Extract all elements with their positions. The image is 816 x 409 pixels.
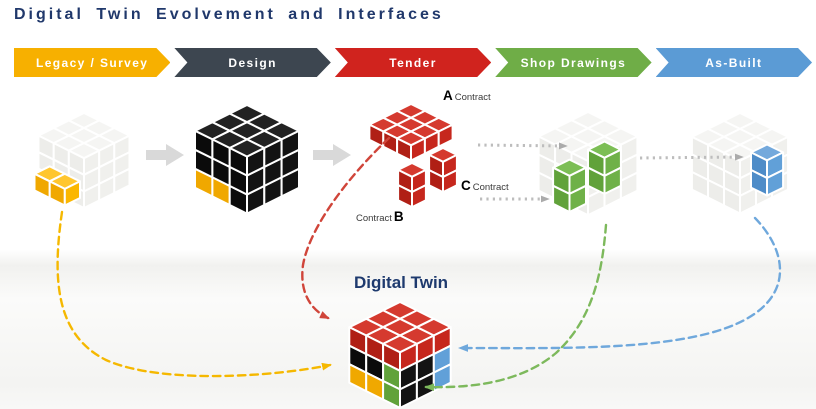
dashed-arrow-shop-drawings-to-digital-twin — [424, 223, 608, 392]
solid-arrow-2 — [313, 144, 351, 166]
stage-label: Tender — [389, 55, 437, 70]
cube-design — [194, 104, 300, 215]
stage-tender: Tender — [335, 48, 491, 77]
cube-digital-twin — [348, 301, 452, 409]
dashed-arrow-as-built-to-digital-twin — [458, 216, 782, 352]
dashed-arrow-tender-to-digital-twin — [301, 136, 391, 320]
stage-as-built: As-Built — [656, 48, 812, 77]
cube-legacy — [33, 112, 131, 209]
contract-c-word: Contract — [472, 182, 509, 193]
solid-arrow-1 — [146, 144, 184, 166]
cube-asbuilt — [690, 112, 790, 215]
cube-tender-b — [397, 162, 427, 209]
dotted-arrow-tender-a-to-shop — [477, 142, 568, 150]
stage-design: Design — [174, 48, 330, 77]
contract-b-letter: B — [393, 209, 404, 224]
stage-flow-arrows — [146, 144, 351, 166]
stage-shop-drawings: Shop Drawings — [495, 48, 651, 77]
stage-label: Design — [228, 55, 277, 70]
digital-twin-label: Digital Twin — [353, 273, 449, 292]
contract-a-word: Contract — [454, 92, 491, 103]
feedback-dashed-arrows — [56, 136, 782, 392]
dashed-arrow-legacy-to-digital-twin — [56, 210, 332, 378]
contract-c-letter: C — [461, 178, 471, 193]
cube-tender-c — [428, 147, 458, 194]
stage-label: Legacy / Survey — [36, 55, 149, 70]
stage-legacy-survey: Legacy / Survey — [14, 48, 170, 77]
cube-shop — [537, 111, 639, 217]
process-banner: Legacy / Survey Design Tender Shop Drawi… — [14, 48, 812, 77]
stage-label: As-Built — [705, 55, 763, 70]
dotted-arrow-shop-to-as-built — [639, 153, 744, 161]
page-title: Digital Twin Evolvement and Interfaces — [14, 6, 444, 23]
cubes-and-arrows-graphic — [33, 103, 790, 409]
contract-a-letter: A — [443, 88, 453, 103]
contract-b-word: Contract — [356, 213, 392, 224]
cube-tender-a — [368, 103, 454, 162]
stage-label: Shop Drawings — [520, 55, 627, 70]
interface-dotted-arrows — [477, 142, 744, 203]
